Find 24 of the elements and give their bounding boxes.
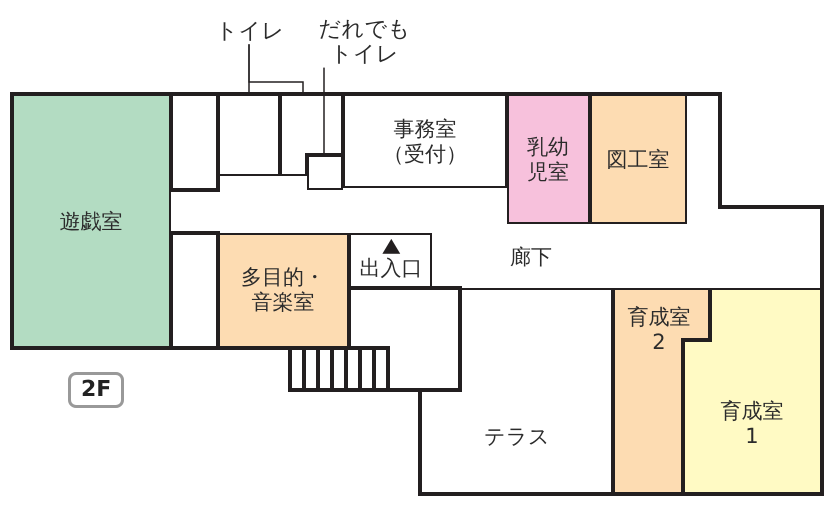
callout-text: トイレ (212, 19, 288, 44)
room (460, 288, 613, 494)
toilet-room (307, 155, 343, 190)
room-name: 多目的・音楽室 (240, 264, 326, 316)
leader-line (248, 44, 304, 94)
floor-label: 2F (68, 372, 124, 408)
room-name: 出入口 (360, 256, 422, 282)
room-name: 乳幼児室 (526, 134, 570, 186)
room-name: 遊戯室 (60, 209, 122, 235)
room (349, 233, 432, 288)
toilet-room (218, 94, 280, 176)
room (507, 94, 590, 224)
leader-line (323, 68, 325, 155)
room (12, 94, 171, 348)
room-name: 事務室（受付） (382, 116, 468, 168)
room-name: 育成室1 (720, 398, 784, 450)
room-name: テラス (484, 424, 550, 450)
room (613, 288, 710, 494)
room-name: 育成室2 (626, 304, 692, 356)
room (218, 233, 349, 348)
room-name: 図工室 (606, 147, 670, 173)
room (590, 94, 687, 224)
corridor-label: 廊下 (510, 244, 552, 271)
callout-text: だれでもトイレ (316, 17, 413, 68)
